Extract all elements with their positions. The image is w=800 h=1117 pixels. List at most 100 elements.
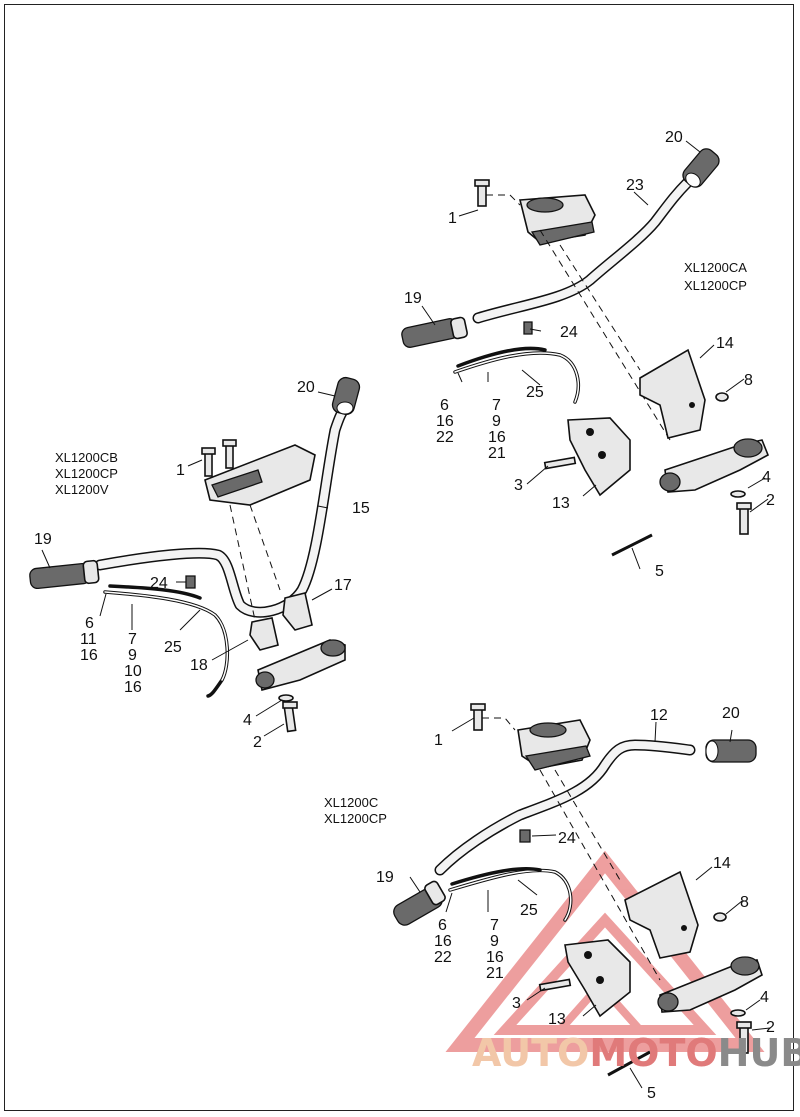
model-label-l-2: XL1200CP (55, 466, 118, 481)
watermark-part-moto: MOTO (589, 1031, 717, 1075)
callout-lr-3: 3 (512, 995, 521, 1012)
callout-lr-stack-b-1: 9 (490, 933, 499, 950)
callout-stack-b-2: 16 (488, 429, 506, 446)
page-border (4, 4, 794, 1111)
callout-lr-8: 8 (740, 894, 749, 911)
callout-l-19: 19 (34, 531, 52, 548)
model-label-l-3: XL1200V (55, 482, 109, 497)
cotter-pin-5-ur (611, 533, 653, 557)
callout-lr-1: 1 (434, 732, 443, 749)
grip-20-l (331, 376, 361, 416)
clip-24-ur (523, 321, 533, 335)
callout-lr-12: 12 (650, 707, 668, 724)
washer-8-lr (713, 912, 727, 922)
clip-24-lr (519, 829, 531, 843)
callout-24: 24 (560, 324, 578, 341)
callout-lr-stack-a-0: 6 (438, 917, 447, 934)
bolt-1-ur (474, 179, 490, 207)
control-cables-25-l (103, 584, 230, 698)
callout-l-stack-b-0: 7 (128, 631, 137, 648)
washer-4-l (278, 694, 294, 702)
riser-18 (249, 617, 279, 651)
callout-l-15: 15 (352, 500, 370, 517)
callout-20: 20 (665, 129, 683, 146)
callout-lr-19: 19 (376, 869, 394, 886)
callout-l-stack-b-3: 16 (124, 679, 142, 696)
callout-lr-25: 25 (520, 902, 538, 919)
screw-3-lr (538, 978, 572, 992)
callout-l-20: 20 (297, 379, 315, 396)
watermark-part-hub: HUB (718, 1031, 800, 1075)
riser-base-lr (657, 956, 763, 1013)
callout-l-18: 18 (190, 657, 208, 674)
model-label-lr-1: XL1200C (324, 795, 378, 810)
callout-stack-a-0: 6 (440, 397, 449, 414)
group-left: XL1200CB XL1200CP XL1200V 20 1 15 19 24 … (29, 376, 370, 751)
bolt-2-ur (736, 502, 752, 535)
grip-20-lr (705, 739, 757, 763)
watermark-part-auto: AUTO (472, 1031, 589, 1075)
callout-l-25: 25 (164, 639, 182, 656)
callout-lr-24: 24 (558, 830, 576, 847)
callout-l-4: 4 (243, 712, 252, 729)
callout-l-stack-a-0: 6 (85, 615, 94, 632)
riser-cover-14-ur (639, 348, 706, 439)
callout-stack-a-2: 22 (436, 429, 454, 446)
callout-l-1: 1 (176, 462, 185, 479)
callout-lr-5: 5 (647, 1085, 656, 1102)
callout-l-17: 17 (334, 577, 352, 594)
grip-20-ur (682, 148, 720, 188)
callout-stack-b-1: 9 (492, 413, 501, 430)
callout-3: 3 (514, 477, 523, 494)
callout-lr-stack-b-2: 16 (486, 949, 504, 966)
model-label-ur-2: XL1200CP (684, 278, 747, 293)
riser-clamp-top-lr (517, 719, 591, 771)
callout-1: 1 (448, 210, 457, 227)
callout-14: 14 (716, 335, 734, 352)
callout-l-2: 2 (253, 734, 262, 751)
group-upper-right: XL1200CA XL1200CP 20 23 1 19 24 14 8 25 … (401, 129, 775, 580)
callout-lr-4: 4 (760, 989, 769, 1006)
washer-8-ur (715, 392, 729, 402)
washer-4-ur (730, 490, 746, 498)
watermark-text: AUTOMOTOHUB (472, 1031, 800, 1075)
callout-25: 25 (526, 384, 544, 401)
callout-stack-b-3: 21 (488, 445, 506, 462)
callout-lr-stack-a-1: 16 (434, 933, 452, 950)
callout-lr-20: 20 (722, 705, 740, 722)
riser-cover-14-lr (624, 870, 699, 959)
bolt-2-l (282, 701, 298, 733)
callout-13: 13 (552, 495, 570, 512)
callout-4: 4 (762, 469, 771, 486)
callout-lr-2: 2 (766, 1019, 775, 1036)
riser-base-l (255, 639, 346, 691)
callout-l-24: 24 (150, 575, 168, 592)
bolt-2-lr (736, 1021, 752, 1054)
grip-19-lr (393, 880, 446, 926)
model-label-lr-2: XL1200CP (324, 811, 387, 826)
model-label-ur-1: XL1200CA (684, 260, 747, 275)
riser-clamp-top-ur (518, 194, 596, 246)
callout-19: 19 (404, 290, 422, 307)
callout-23: 23 (626, 177, 644, 194)
grip-19-l (29, 559, 100, 590)
bolt-1-l (201, 439, 237, 477)
riser-clamp-top-l (204, 444, 316, 506)
control-cables-25-ur (453, 346, 580, 404)
cotter-pin-5-lr (607, 1050, 651, 1077)
washer-4-lr (730, 1009, 746, 1017)
riser-17 (282, 592, 313, 631)
callout-2: 2 (766, 492, 775, 509)
grip-19-ur (401, 316, 468, 348)
riser-base-ur (659, 438, 770, 493)
callout-lr-13: 13 (548, 1011, 566, 1028)
callout-lr-stack-a-2: 22 (434, 949, 452, 966)
clip-24-l (185, 575, 196, 589)
callout-l-stack-a-2: 16 (80, 647, 98, 664)
control-cables-25-lr (448, 867, 573, 922)
callout-stack-a-1: 16 (436, 413, 454, 430)
callout-5: 5 (655, 563, 664, 580)
callout-l-stack-b-2: 10 (124, 663, 142, 680)
